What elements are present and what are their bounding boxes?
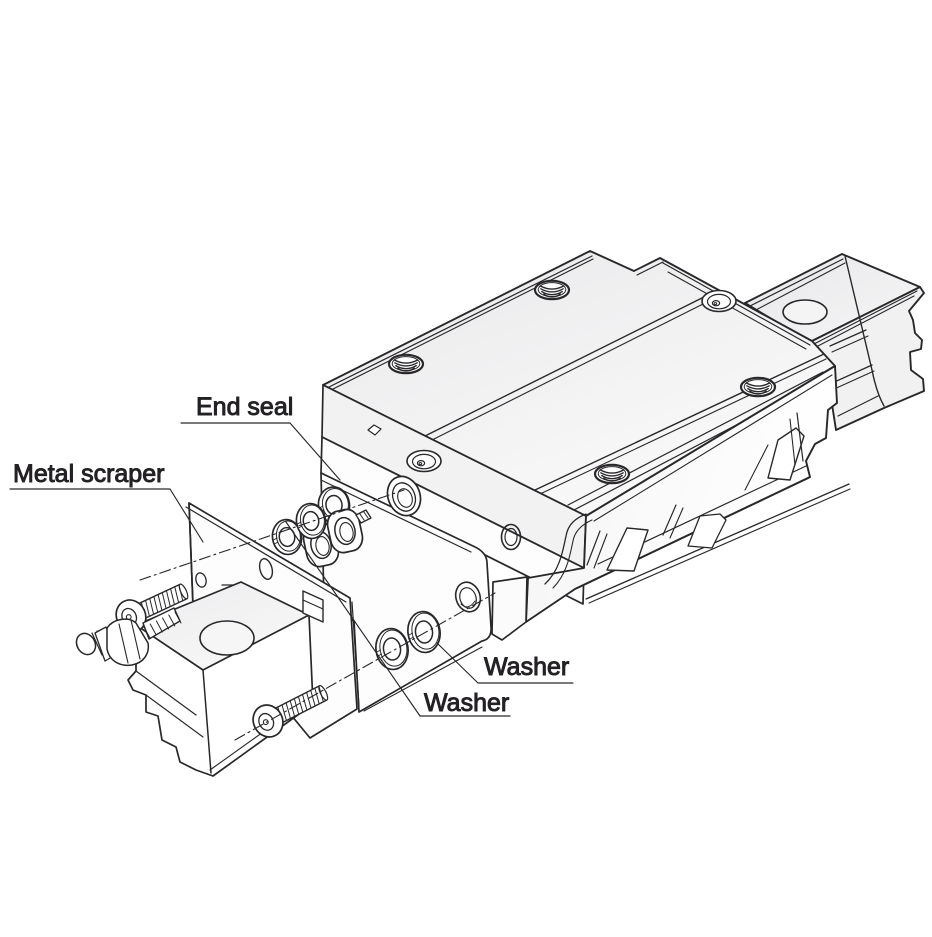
svg-text:Metal scraper: Metal scraper — [13, 460, 164, 488]
svg-text:Washer: Washer — [484, 653, 569, 681]
svg-text:End seal: End seal — [196, 393, 293, 421]
svg-text:Washer: Washer — [424, 689, 509, 717]
